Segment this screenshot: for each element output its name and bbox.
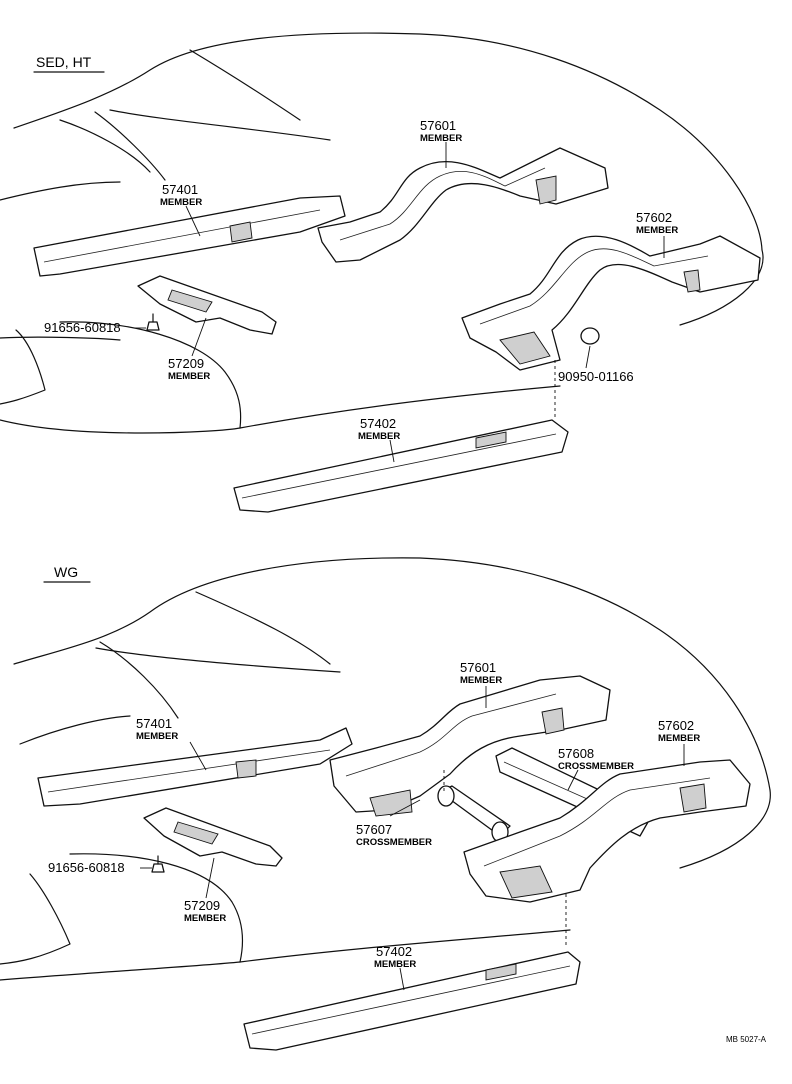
- leader-57402: [399, 967, 405, 991]
- leader-90950: [585, 345, 591, 369]
- figure-reference: MB 5027-A: [726, 1035, 767, 1044]
- bolt-91656-60818[interactable]: [151, 855, 165, 873]
- callout-57209: 57209 MEMBER: [184, 898, 226, 924]
- callout-part-number: 91656-60818: [48, 860, 125, 875]
- callout-part-number: 57601: [460, 660, 496, 675]
- callout-90950-01166: 90950-01166: [558, 369, 634, 384]
- callout-57601: 57601 MEMBER: [460, 660, 502, 686]
- callout-part-name: MEMBER: [636, 225, 678, 236]
- car-body-outline: [0, 557, 771, 981]
- callout-part-name: MEMBER: [658, 733, 700, 744]
- part-57209-member[interactable]: [143, 807, 283, 867]
- callout-57607: 57607 CROSSMEMBER: [356, 822, 432, 848]
- callout-part-name: CROSSMEMBER: [356, 837, 432, 848]
- part-57602-member[interactable]: [461, 235, 761, 371]
- callout-part-name: MEMBER: [136, 731, 178, 742]
- part-57601-member[interactable]: [317, 147, 609, 263]
- callout-part-name: MEMBER: [160, 197, 202, 208]
- callout-57602: 57602 MEMBER: [658, 718, 700, 744]
- section-label: SED, HT: [36, 54, 92, 70]
- callout-part-number: 57608: [558, 746, 594, 761]
- callout-part-number: 57607: [356, 822, 392, 837]
- callout-57602: 57602 MEMBER: [636, 210, 678, 236]
- section-label: WG: [54, 564, 78, 580]
- leader-57402: [389, 439, 395, 463]
- bolt-91656-60818[interactable]: [146, 313, 160, 331]
- callout-91656-60818: 91656-60818: [48, 860, 125, 875]
- callout-part-name: MEMBER: [374, 959, 416, 970]
- car-body-outline: [0, 32, 764, 434]
- part-57401-rail[interactable]: [33, 195, 346, 277]
- part-57402-rocker[interactable]: [243, 951, 581, 1051]
- callout-57209: 57209 MEMBER: [168, 356, 210, 382]
- callout-part-number: 57402: [360, 416, 396, 431]
- callout-part-number: 57401: [136, 716, 172, 731]
- part-57607-crossmember[interactable]: [437, 785, 511, 843]
- part-57602-member[interactable]: [463, 759, 751, 903]
- leader-57401: [189, 741, 207, 771]
- callout-part-name: MEMBER: [420, 133, 462, 144]
- leader-57607: [389, 799, 421, 817]
- callout-part-name: CROSSMEMBER: [558, 761, 634, 772]
- callout-part-name: MEMBER: [168, 371, 210, 382]
- callout-57402: 57402 MEMBER: [358, 416, 400, 442]
- callout-part-name: MEMBER: [358, 431, 400, 442]
- callout-part-name: MEMBER: [184, 913, 226, 924]
- part-57209-member[interactable]: [137, 275, 277, 335]
- part-57401-rail[interactable]: [37, 727, 353, 807]
- callout-part-number: 57209: [168, 356, 204, 371]
- callout-57401: 57401 MEMBER: [136, 716, 178, 742]
- callout-part-name: MEMBER: [460, 675, 502, 686]
- callout-91656-60818: 91656-60818: [44, 320, 121, 335]
- callout-part-number: 90950-01166: [558, 369, 634, 384]
- callout-part-number: 57401: [162, 182, 198, 197]
- leader-57209: [191, 317, 207, 357]
- leader-57401: [185, 205, 201, 237]
- plug-90950-01166[interactable]: [580, 327, 600, 345]
- callout-57608: 57608 CROSSMEMBER: [558, 746, 634, 772]
- leader-57209: [205, 857, 215, 899]
- callout-part-number: 57402: [376, 944, 412, 959]
- leader-57608: [567, 769, 579, 791]
- section-sed-ht: SED, HT: [0, 32, 764, 513]
- callout-part-number: 91656-60818: [44, 320, 121, 335]
- callout-part-number: 57601: [420, 118, 456, 133]
- section-wg: WG: [0, 557, 771, 1051]
- callout-57401: 57401 MEMBER: [160, 182, 202, 208]
- part-57601-member[interactable]: [329, 675, 611, 817]
- callout-part-number: 57209: [184, 898, 220, 913]
- callout-part-number: 57602: [636, 210, 672, 225]
- callout-part-number: 57602: [658, 718, 694, 733]
- callout-57402: 57402 MEMBER: [374, 944, 416, 970]
- part-57402-rocker[interactable]: [233, 419, 569, 513]
- callout-57601: 57601 MEMBER: [420, 118, 462, 144]
